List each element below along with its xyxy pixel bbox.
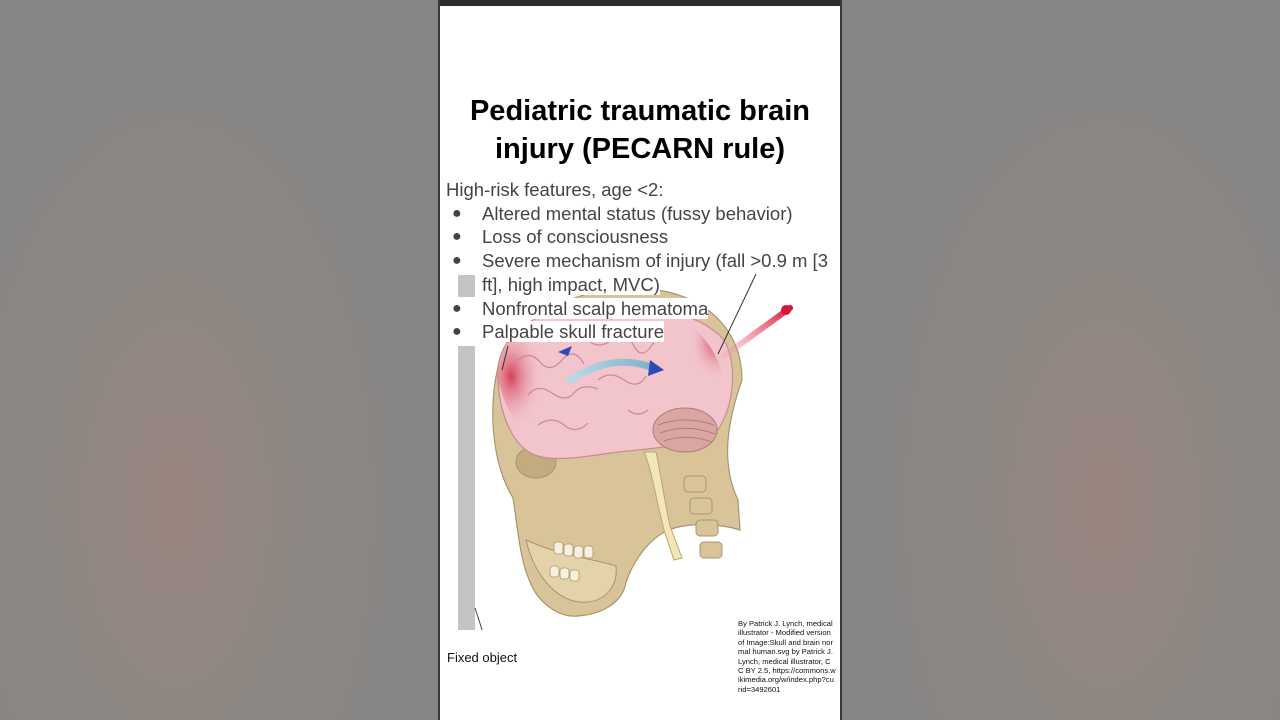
fixed-object-wall [458,346,475,630]
vertebrae [683,475,723,559]
small-arrow-icon [558,346,572,356]
bullet-dot-icon: ● [452,228,462,246]
brain-motion-arrow-icon [565,358,655,385]
blurred-background-left [0,0,438,720]
fixed-object-label: Fixed object [447,650,518,665]
brainstem [643,451,683,561]
slide-title: Pediatric traumatic brain injury (PECARN… [469,95,811,165]
feature-item: ●Nonfrontal scalp hematoma [452,297,709,319]
bullet-dot-icon: ● [452,299,462,317]
fixed-object-bar [458,275,475,297]
feature-item: ●Loss of consciousness [452,226,669,248]
feature-item: ●Altered mental status (fussy behavior) [452,202,793,224]
bullet-dot-icon: ● [452,252,462,270]
bullet-dot-icon: ● [452,323,462,341]
brain-gyri [517,335,655,431]
slide-edge-left [438,0,440,720]
teeth [549,541,594,582]
blurred-background-right [842,0,1280,720]
slide: Pediatric traumatic brain injury (PECARN… [438,0,842,720]
features-list: ●Altered mental status (fussy behavior) … [446,202,838,344]
bullet-dot-icon: ● [452,204,462,222]
top-bar [438,0,842,6]
high-risk-features: High-risk features, age <2: ●Altered men… [446,178,838,344]
features-heading: High-risk features, age <2: [446,179,664,200]
feature-item: ●Severe mechanism of injury (fall >0.9 m… [452,250,828,295]
cerebellum [652,407,718,453]
feature-item: ●Palpable skull fracture [452,321,665,343]
slide-edge-right [840,0,842,720]
image-credit: By Patrick J. Lynch, medical illustrator… [738,619,836,694]
impact-arrow-icon [721,305,793,359]
